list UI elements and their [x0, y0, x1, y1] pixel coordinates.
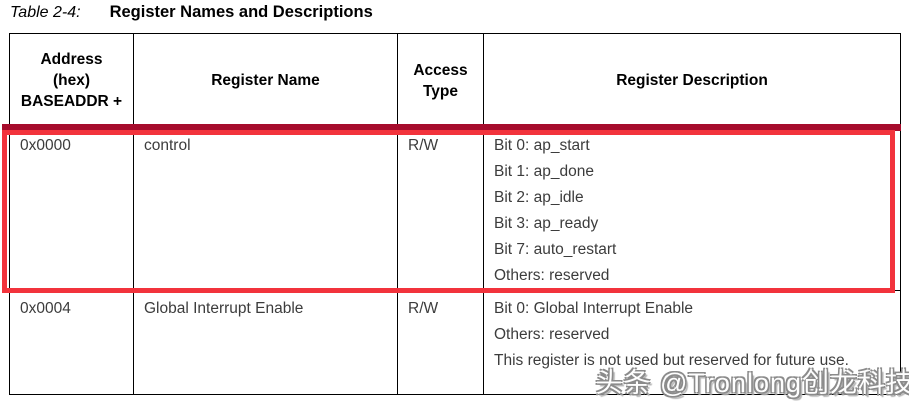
- column-header-register-description: Register Description: [484, 34, 900, 128]
- table-caption-title: Register Names and Descriptions: [109, 3, 373, 21]
- table-caption: Table 2-4: Register Names and Descriptio…: [10, 3, 373, 22]
- row-gie-name-cell: Global Interrupt Enable: [134, 291, 398, 394]
- column-header-register-name: Register Name: [134, 34, 398, 128]
- row-gie-address-cell: 0x0004: [10, 291, 134, 394]
- table-caption-number: Table 2-4:: [10, 4, 81, 21]
- row-gie-description-cell: Bit 0: Global Interrupt Enable Others: r…: [494, 300, 849, 369]
- column-header-address: Address (hex) BASEADDR +: [10, 34, 134, 128]
- row-control-address-cell: 0x0000: [10, 128, 134, 291]
- row-gie-access-cell: R/W: [398, 291, 484, 394]
- row-control-access-cell: R/W: [398, 128, 484, 291]
- column-header-access-type: Access Type: [398, 34, 484, 128]
- register-table: Address (hex) BASEADDR + Register Name A…: [9, 33, 901, 395]
- row-control-description-cell: Bit 0: ap_start Bit 1: ap_done Bit 2: ap…: [484, 128, 900, 291]
- row-control-name-cell: control: [134, 128, 398, 291]
